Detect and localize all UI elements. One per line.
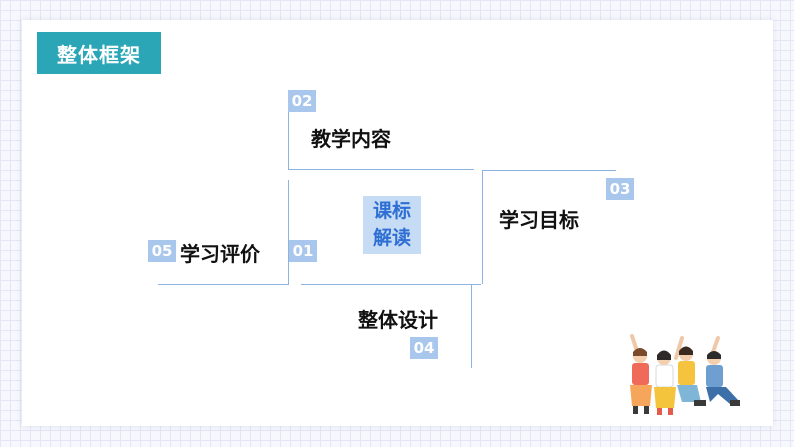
- students-cheering-illustration: [630, 334, 740, 415]
- center-text-line2: 解读: [372, 227, 411, 249]
- section-label-teaching-content[interactable]: 教学内容: [311, 127, 391, 151]
- center-text-line1: 课标: [372, 200, 411, 222]
- section-label-learning-evaluation[interactable]: 学习评价: [180, 242, 260, 266]
- section-number-04: 04: [410, 337, 438, 359]
- section-label-learning-goals[interactable]: 学习目标: [499, 208, 579, 232]
- divider-line: [482, 170, 616, 171]
- section-number-03: 03: [606, 178, 634, 200]
- section-number-01: 01: [289, 240, 317, 262]
- divider-line: [288, 169, 474, 170]
- section-number-02: 02: [288, 90, 316, 112]
- page-title: 整体框架: [37, 32, 161, 74]
- divider-line: [482, 170, 483, 284]
- section-number-05: 05: [148, 240, 176, 262]
- divider-line: [158, 284, 289, 285]
- divider-line: [301, 284, 481, 285]
- center-box-curriculum-interpretation[interactable]: 课标 解读: [363, 196, 421, 254]
- divider-line: [288, 90, 289, 170]
- divider-line: [288, 180, 289, 284]
- section-label-overall-design[interactable]: 整体设计: [358, 308, 438, 332]
- divider-line: [471, 284, 472, 368]
